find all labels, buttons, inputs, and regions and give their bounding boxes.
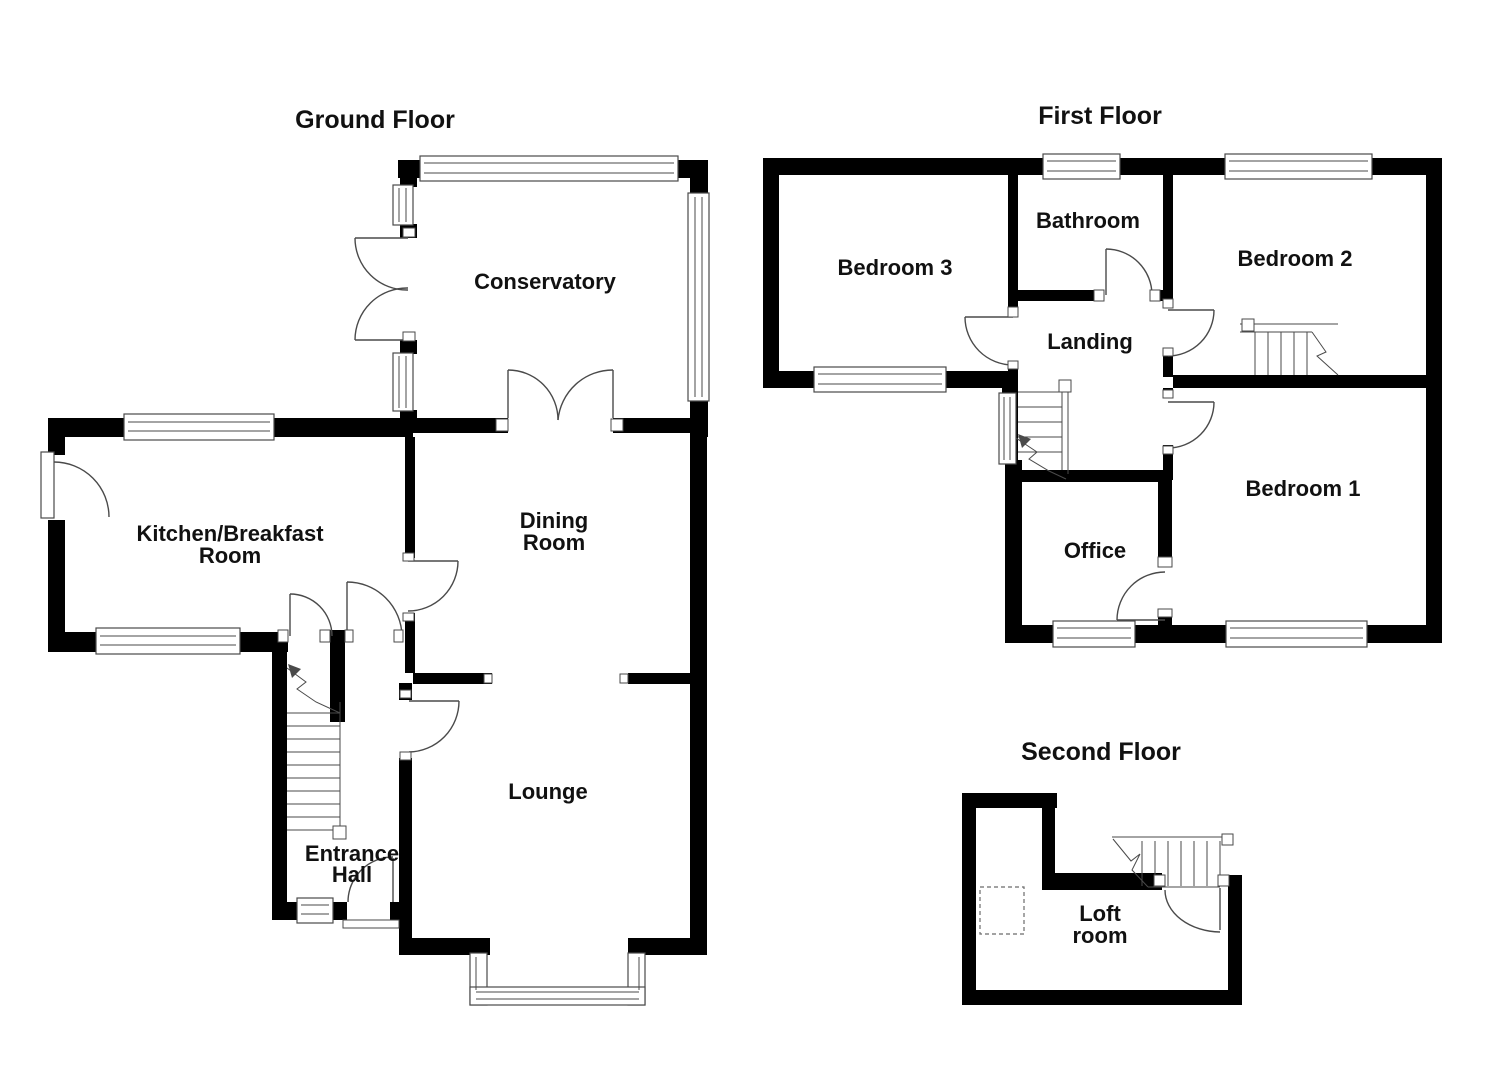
first-floor-room-labels: Bedroom 3 Bathroom Bedroom 2 Landing Off…: [838, 208, 1361, 563]
room-label-bedroom2: Bedroom 2: [1238, 246, 1353, 271]
room-label-kitchen-line1: Kitchen/Breakfast: [136, 521, 324, 546]
second-floor-walls: [962, 793, 1242, 1005]
first-floor-title: First Floor: [1038, 102, 1162, 130]
first-floor-stairs: [1015, 318, 1339, 480]
room-label-bedroom1: Bedroom 1: [1246, 476, 1361, 501]
ground-floor-stairs: [286, 664, 347, 840]
room-label-conservatory: Conservatory: [474, 269, 617, 294]
room-label-hall-line2: Hall: [332, 862, 372, 887]
first-floor-jambs: [1007, 289, 1174, 618]
room-label-bedroom3: Bedroom 3: [838, 255, 953, 280]
room-label-kitchen-line2: Room: [199, 543, 261, 568]
room-label-loft-line1: Loft: [1079, 901, 1121, 926]
second-floor-plan: Second Floor: [962, 738, 1242, 1005]
second-floor-fixtures: [979, 886, 1025, 935]
room-label-bathroom: Bathroom: [1036, 208, 1140, 233]
loft-hatch-outline: [979, 886, 1025, 935]
room-label-dining-line1: Dining: [520, 508, 588, 533]
room-label-lounge: Lounge: [508, 779, 587, 804]
ground-floor-plan: Ground Floor: [40, 106, 710, 1006]
first-floor-plan: First Floor: [763, 102, 1442, 648]
room-label-dining-line2: Room: [523, 530, 585, 555]
ground-floor-title: Ground Floor: [295, 106, 455, 134]
room-label-loft-line2: room: [1073, 923, 1128, 948]
room-label-hall-line1: Entrance: [305, 841, 399, 866]
second-floor-stairs: [1112, 833, 1234, 933]
ground-floor-doors: [40, 237, 614, 903]
first-floor-windows: [813, 153, 1373, 648]
ground-floor-room-labels: Conservatory Kitchen/Breakfast Room Dini…: [136, 269, 616, 887]
room-label-office: Office: [1064, 538, 1126, 563]
ground-floor-jambs: [277, 227, 629, 761]
ground-floor-windows: [95, 155, 710, 1006]
second-floor-title: Second Floor: [1021, 738, 1181, 766]
first-floor-doors: [964, 248, 1215, 621]
room-label-landing: Landing: [1047, 329, 1133, 354]
second-floor-room-labels: Loft room: [1073, 901, 1128, 948]
